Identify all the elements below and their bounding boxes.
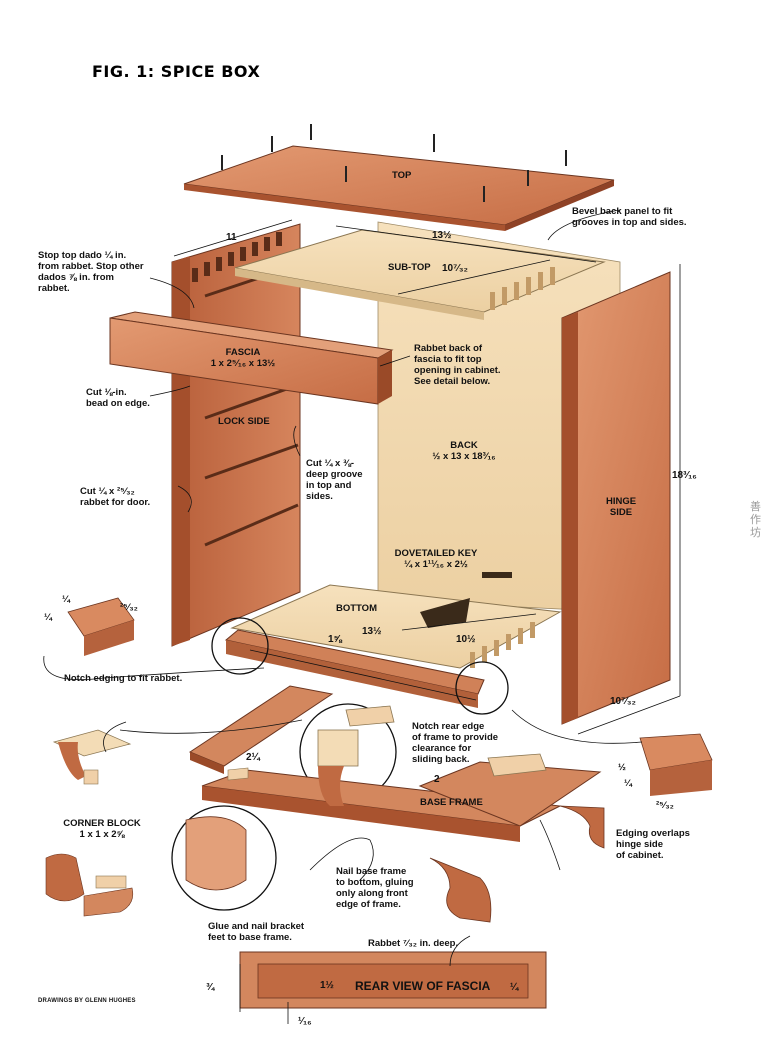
dim-rv-1-4: ¼ <box>510 982 519 993</box>
dim-18-3-16: 18³⁄₁₆ <box>672 470 697 481</box>
dim-10-5: 10½ <box>456 634 476 645</box>
dim-detail-1-4a: ¼ <box>62 594 70 605</box>
note-rabbet-deep: Rabbet ⁷⁄₃₂ in. deep. <box>368 938 459 949</box>
rear-view-fascia <box>239 951 547 1009</box>
dovetailed-key <box>420 598 470 628</box>
dim-rv-3-4: ¾ <box>206 982 215 993</box>
dovetailed-key-label: DOVETAILED KEY ¼ x 1¹¹⁄₁₆ x 2½ <box>394 548 478 570</box>
lock-side-label: LOCK SIDE <box>218 416 270 427</box>
corner-block-sketch <box>45 729 134 917</box>
dim-2: 2 <box>434 774 440 785</box>
dim-13-5-top: 13½ <box>432 230 452 241</box>
sub-top-label: SUB-TOP <box>388 262 431 273</box>
leader-lines <box>43 209 643 967</box>
edging-detail <box>639 733 713 796</box>
dim-10-7-32-side: 10⁷⁄₃₂ <box>610 696 636 707</box>
hinge-side-panel <box>561 271 671 725</box>
back-label: BACK ½ x 13 x 18³⁄₁₆ <box>432 440 496 462</box>
dim-1-5-8: 1⅝ <box>328 634 342 645</box>
watermark: 善 作 坊 <box>750 500 761 539</box>
lock-side-panel <box>171 223 301 647</box>
note-groove: Cut ¼ x ⅜- deep groove in top and sides. <box>306 458 363 502</box>
dim-2-1-4: 2¼ <box>246 752 260 763</box>
base-frame-label: BASE FRAME <box>420 797 483 808</box>
base-frame <box>201 761 605 923</box>
note-stop-dado: Stop top dado ¼ in. from rabbet. Stop ot… <box>38 250 144 294</box>
dim-11: 11 <box>226 232 237 243</box>
note-rabbet-door: Cut ¼ x ²⁵⁄₃₂ rabbet for door. <box>80 486 151 508</box>
frame-member <box>188 685 334 774</box>
drawing-credit: DRAWINGS BY GLENN HUGHES <box>38 998 136 1004</box>
hinge-side-label: HINGE SIDE <box>605 496 637 518</box>
bottom-label: BOTTOM <box>336 603 377 614</box>
dimension-lines <box>173 219 681 1024</box>
note-notch-rear: Notch rear edge of frame to provide clea… <box>412 721 499 765</box>
dim-detail-25-32: ²⁵⁄₃₂ <box>120 602 138 613</box>
dim-detail-25-32b: ²⁵⁄₃₂ <box>656 800 674 811</box>
front-edging <box>224 629 485 708</box>
top-panel <box>183 124 615 231</box>
corner-block-label: CORNER BLOCK 1 x 1 x 2⅝ <box>63 818 141 840</box>
note-bead: Cut ⅛-in. bead on edge. <box>86 387 150 409</box>
circle-detail-contents <box>185 729 359 891</box>
fascia-board <box>109 311 394 405</box>
notch-detail <box>67 597 135 656</box>
dim-rv-1-16: ¹⁄₁₆ <box>298 1016 312 1027</box>
dim-rv-1-5: 1½ <box>320 980 334 991</box>
dim-10-7-32-sub: 10⁷⁄₃₂ <box>442 263 468 274</box>
fascia-label: FASCIA 1 x 2⁵⁄₁₆ x 13½ <box>210 347 276 369</box>
rear-view-label: REAR VIEW OF FASCIA <box>355 979 491 993</box>
figure-title: FIG. 1: SPICE BOX <box>92 62 261 81</box>
blocks <box>227 705 547 781</box>
note-edging-overlaps: Edging overlaps hinge side of cabinet. <box>616 828 690 861</box>
note-notch-edging: Notch edging to fit rabbet. <box>64 673 183 684</box>
note-rabbet-fascia: Rabbet back of fascia to fit top opening… <box>414 343 501 387</box>
dim-detail-half: ½ <box>618 762 626 773</box>
note-bevel-back: Bevel back panel to fit grooves in top a… <box>572 206 687 228</box>
bottom-panel <box>230 584 562 669</box>
top-label: TOP <box>392 170 412 181</box>
dim-13-5-bottom: 13½ <box>362 626 382 637</box>
note-glue-feet: Glue and nail bracket feet to base frame… <box>208 921 305 943</box>
dim-detail-1-4c: ¼ <box>624 778 632 789</box>
note-nail-base: Nail base frame to bottom, gluing only a… <box>336 866 414 910</box>
dim-detail-1-4b: ¼ <box>44 612 52 623</box>
